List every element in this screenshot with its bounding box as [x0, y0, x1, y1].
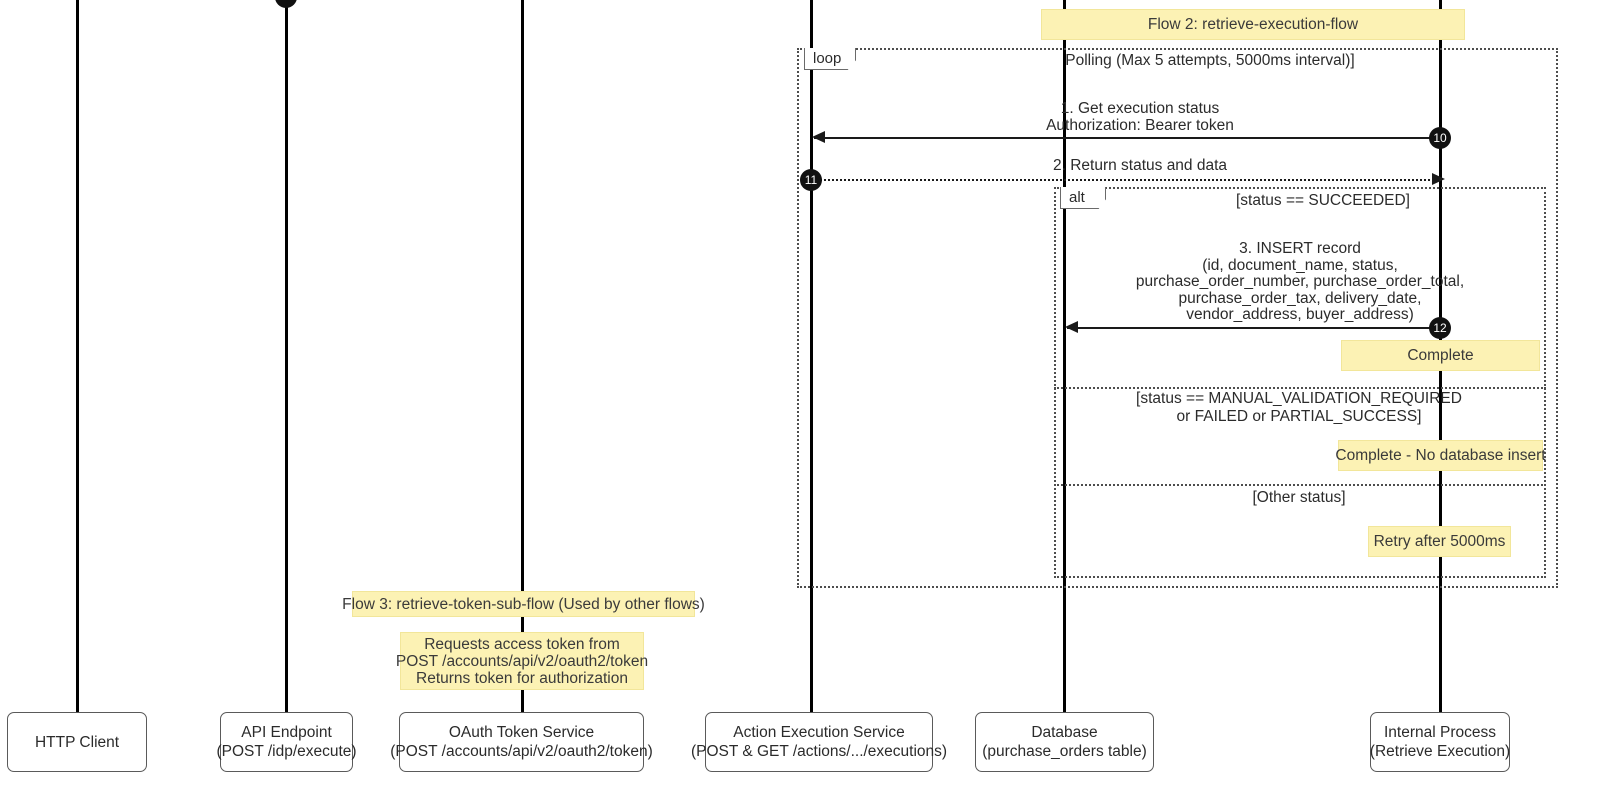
seq-badge-partial-top [275, 0, 297, 8]
message-3-line [1067, 327, 1440, 329]
fragment-loop-tag: loop [804, 48, 856, 70]
seq-badge-12: 12 [1429, 317, 1451, 339]
message-2-arrowhead [1432, 173, 1445, 185]
fragment-alt-condition-1: [status == SUCCEEDED] [1235, 192, 1410, 209]
message-2-line [812, 179, 1434, 181]
actor-box-internal-process[interactable]: Internal Process (Retrieve Execution) [1370, 712, 1510, 772]
actor-box-oauth-token[interactable]: OAuth Token Service (POST /accounts/api/… [390, 712, 653, 772]
fragment-alt-separator-1 [1054, 387, 1546, 389]
message-3-label: 3. INSERT record (id, document_name, sta… [1135, 240, 1465, 323]
actor-label-oauth-token-line1: OAuth Token Service [448, 724, 595, 741]
fragment-alt-condition-3: [Other status] [1252, 489, 1346, 506]
actor-label-database-line2: (purchase_orders table) [982, 743, 1147, 760]
fragment-alt-tag: alt [1060, 187, 1106, 209]
fragment-alt-separator-2 [1054, 484, 1546, 486]
message-3-arrowhead [1065, 321, 1078, 333]
actor-box-database[interactable]: Database (purchase_orders table) [975, 712, 1154, 772]
message-1-arrowhead [812, 131, 825, 143]
note-flow2: Flow 2: retrieve-execution-flow [1041, 9, 1465, 40]
actor-box-http-client[interactable]: HTTP Client [7, 712, 147, 772]
actor-label-api-endpoint-line1: API Endpoint [241, 724, 332, 741]
note-branch-other: Retry after 5000ms [1368, 526, 1511, 557]
note-branch-manual-failed-partial: Complete - No database insert [1335, 440, 1546, 471]
message-1-label: 1. Get execution status Authorization: B… [1046, 100, 1234, 134]
actor-label-api-endpoint-line2: (POST /idp/execute) [216, 743, 357, 760]
note-branch-succeeded: Complete [1341, 340, 1540, 371]
fragment-alt [1054, 187, 1546, 578]
lifeline-action-exec [810, 0, 813, 712]
lifeline-api-endpoint [285, 0, 288, 712]
lifeline-database [1063, 0, 1066, 712]
actor-box-action-exec[interactable]: Action Execution Service (POST & GET /ac… [691, 712, 947, 772]
actor-label-http-client-line1: HTTP Client [34, 733, 120, 751]
seq-badge-11: 11 [800, 169, 822, 191]
note-flow3-detail: Requests access token from POST /account… [396, 632, 648, 690]
actor-label-oauth-token-line2: (POST /accounts/api/v2/oauth2/token) [390, 743, 653, 760]
fragment-loop-condition: Polling (Max 5 attempts, 5000ms interval… [1065, 52, 1355, 69]
actor-label-internal-line2: (Retrieve Execution) [1369, 743, 1511, 760]
message-2-label: 2. Return status and data [1052, 157, 1228, 174]
fragment-alt-condition-2: [status == MANUAL_VALIDATION_REQUIRED or… [1136, 390, 1462, 425]
actor-box-api-endpoint[interactable]: API Endpoint (POST /idp/execute) [216, 712, 357, 772]
note-flow3: Flow 3: retrieve-token-sub-flow (Used by… [342, 591, 705, 617]
actor-label-database-line1: Database [1031, 724, 1098, 741]
actor-label-action-exec-line1: Action Execution Service [733, 724, 905, 741]
actor-label-action-exec-line2: (POST & GET /actions/.../executions) [690, 743, 948, 760]
lifeline-http-client [76, 0, 79, 712]
message-1-line [814, 137, 1440, 139]
fragment-loop [797, 48, 1558, 588]
actor-label-internal-line1: Internal Process [1384, 724, 1496, 741]
seq-badge-10: 10 [1429, 127, 1451, 149]
lifeline-oauth-token [521, 0, 524, 712]
